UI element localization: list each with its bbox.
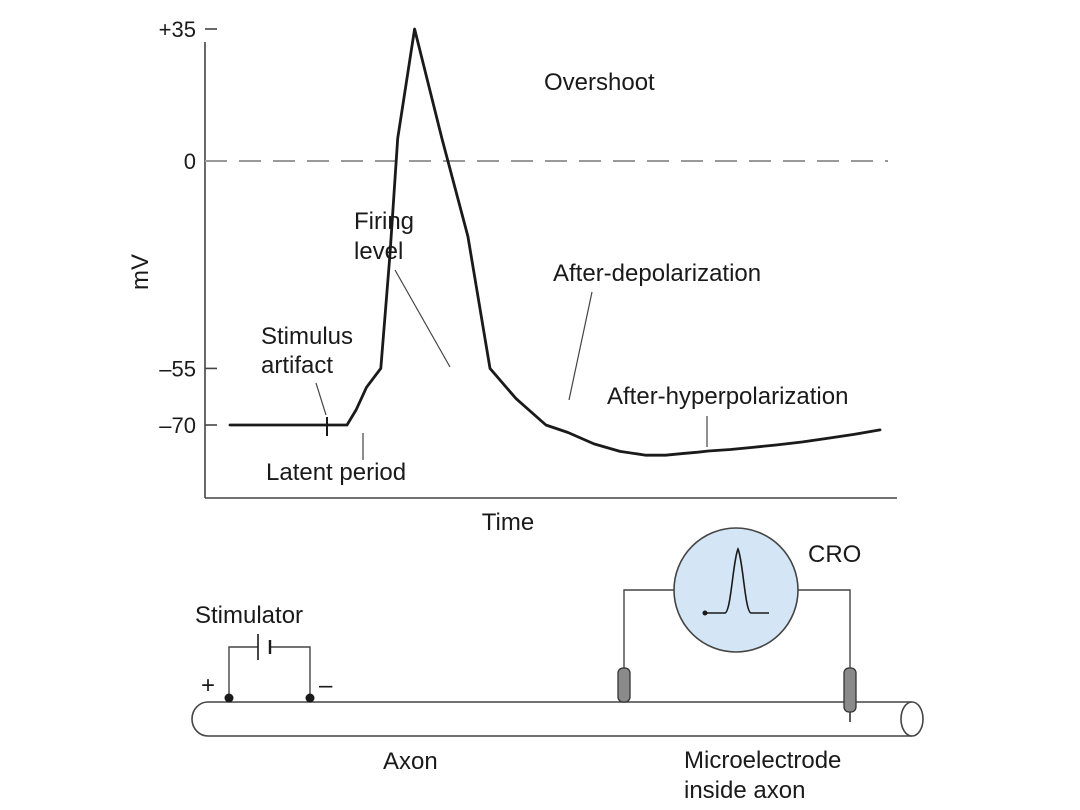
after-hyperpolarization-label: After-hyperpolarization <box>607 383 848 410</box>
firing-level-leader <box>394 269 451 368</box>
graph-axes <box>204 42 897 499</box>
latent-period-label: Latent period <box>266 459 406 486</box>
x-axis-label: Time <box>482 509 534 536</box>
surface-electrode <box>617 667 631 703</box>
action-potential-trace <box>228 27 882 457</box>
y-tick-label: +35 <box>159 17 196 42</box>
cro-left-wire <box>623 589 677 668</box>
after-depolarization-label: After-depolarization <box>553 260 761 287</box>
apparatus: CRO Stimulator + – Axon Microelectrode i… <box>191 527 924 804</box>
firing-level-label-line1: Firing <box>354 208 414 235</box>
axon-label: Axon <box>383 748 438 775</box>
stimulator-label: Stimulator <box>195 602 303 629</box>
axon-right-end <box>900 701 924 737</box>
y-ticks: +35 0 –55 –70 <box>159 17 217 438</box>
inside-microelectrode <box>843 667 857 713</box>
microelectrode-label-line1: Microelectrode <box>684 747 841 774</box>
stimulator-negative-contact <box>305 693 315 703</box>
y-tick-label: –55 <box>159 356 196 381</box>
stimulator-positive-contact <box>224 693 234 703</box>
stimulus-artifact-label-line1: Stimulus <box>261 323 353 350</box>
cro-label: CRO <box>808 541 861 568</box>
stimulator-minus-sign: – <box>319 672 333 699</box>
stimulator-right-wire <box>270 646 311 698</box>
stimulator-plus-sign: + <box>201 672 215 699</box>
axon-left-end <box>191 701 209 737</box>
overshoot-label: Overshoot <box>544 69 655 96</box>
stimulus-artifact-label-line2: artifact <box>261 352 333 379</box>
microelectrode-label-line2: inside axon <box>684 777 805 804</box>
y-tick-label: –70 <box>159 413 196 438</box>
stimulus-artifact-leader <box>315 382 327 416</box>
firing-level-label-line2: level <box>354 238 403 265</box>
after-depolarization-leader <box>568 291 593 401</box>
y-tick-label: 0 <box>184 149 196 174</box>
stimulator-left-wire <box>228 646 258 698</box>
cro-right-wire <box>794 589 851 668</box>
cro-screen <box>673 527 799 653</box>
cro-trace <box>705 547 769 614</box>
cro-trace-start-dot <box>702 610 708 616</box>
y-axis-label: mV <box>127 254 154 290</box>
